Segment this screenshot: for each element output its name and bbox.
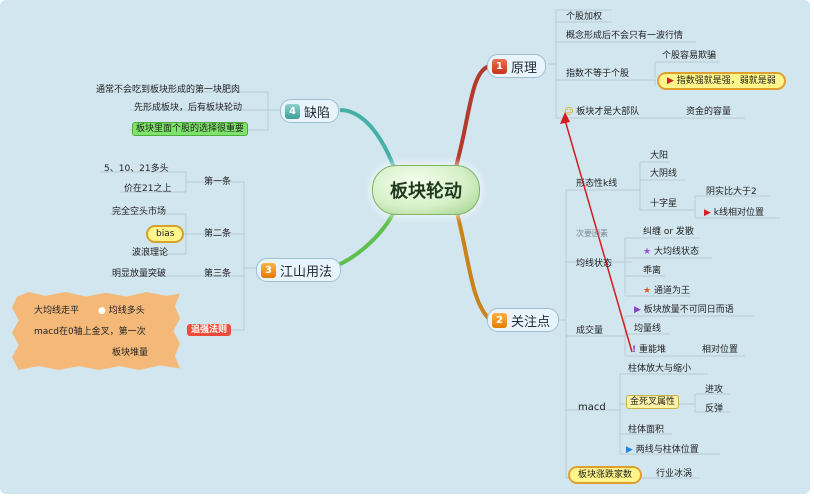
node-macd[interactable]: macd bbox=[578, 402, 606, 413]
node-xingtai[interactable]: 形态性k线 bbox=[576, 179, 618, 189]
node-t2c[interactable]: 波浪理论 bbox=[132, 248, 169, 258]
line-to-jiangshan bbox=[329, 209, 397, 270]
note-item-1b[interactable]: ● 均线多头 bbox=[98, 305, 145, 317]
node-yuanli-3a[interactable]: 个股容易欺骗 bbox=[662, 51, 717, 61]
node-tonglu[interactable]: ★ 通道为王 bbox=[643, 285, 690, 297]
line-to-guanzhu bbox=[453, 204, 492, 322]
node-tiao1[interactable]: 第一条 bbox=[204, 177, 232, 187]
node-jiuchan[interactable]: 纠缠 or 发散 bbox=[643, 227, 694, 237]
node-zhumian[interactable]: 柱体面积 bbox=[628, 425, 665, 435]
node-liangxian-label: 两线与柱体位置 bbox=[635, 445, 699, 455]
relation-arrow-line bbox=[564, 119, 633, 353]
note-item-2[interactable]: macd在0轴上金叉，第一次 bbox=[34, 327, 146, 337]
topic-yuanli[interactable]: 1 原理 bbox=[487, 54, 547, 78]
node-fantan[interactable]: 反弹 bbox=[705, 404, 724, 414]
topic-yuanli-label: 原理 bbox=[511, 60, 538, 76]
node-kxian-label: k线相对位置 bbox=[713, 208, 765, 218]
yuanli-lines bbox=[548, 9, 745, 119]
node-tonglu-label: 通道为王 bbox=[653, 286, 690, 296]
node-biaoli[interactable]: 乖离 bbox=[643, 266, 662, 276]
flag-icon: ▶ bbox=[667, 76, 674, 86]
node-t2a[interactable]: 完全空头市场 bbox=[112, 207, 167, 217]
node-zhuiqiang[interactable]: 追强法则 bbox=[187, 324, 232, 336]
topic-guanzhu-label: 关注点 bbox=[511, 314, 551, 330]
node-yuanli-4[interactable]: ☺ 板块才是大部队 bbox=[564, 106, 639, 118]
central-topic[interactable]: 板块轮动 bbox=[372, 165, 480, 215]
node-kxian[interactable]: ▶ k线相对位置 bbox=[704, 207, 764, 219]
flag-icon: ▶ bbox=[626, 445, 633, 455]
node-yuanli-3[interactable]: 指数不等于个股 bbox=[566, 69, 630, 79]
node-shiti[interactable]: 阴实比大于2 bbox=[706, 187, 757, 197]
priority-icon: ! bbox=[632, 345, 637, 355]
node-yuanli-2[interactable]: 概念形成后不会只有一波行情 bbox=[566, 31, 684, 41]
number-badge-3: 3 bbox=[261, 262, 276, 278]
node-junliang[interactable]: 均量线 bbox=[634, 324, 662, 334]
node-yuanli-4a[interactable]: 资金的容量 bbox=[686, 107, 732, 117]
relation-arrowhead bbox=[560, 112, 570, 124]
smiley-icon: ☺ bbox=[564, 107, 574, 117]
mindmap-background: 板块轮动 1 原理 2 关注点 3 江山用法 4 缺陷 个股加权 概念形成后不会… bbox=[0, 0, 810, 494]
node-dajunxian-label: 大均线状态 bbox=[653, 247, 699, 257]
topic-quexian[interactable]: 4 缺陷 bbox=[280, 99, 340, 123]
node-liangxian[interactable]: ▶ 两线与柱体位置 bbox=[626, 444, 699, 456]
node-yuanli-3b-label: 指数强就是强，弱就是弱 bbox=[676, 76, 776, 86]
node-tiao3[interactable]: 第三条 bbox=[204, 269, 232, 279]
number-badge-4: 4 bbox=[285, 103, 300, 119]
node-q2[interactable]: 先形成板块，后有板块轮动 bbox=[134, 103, 243, 113]
node-bankuai-liang[interactable]: ▶ 板块放量不可同日而语 bbox=[634, 304, 734, 316]
node-shizixing[interactable]: 十字星 bbox=[650, 199, 678, 209]
number-badge-2: 2 bbox=[492, 312, 507, 328]
node-zhangdie[interactable]: 板块涨跌家数 bbox=[568, 466, 643, 484]
flag-icon: ▶ bbox=[634, 305, 641, 315]
node-jinsi[interactable]: 金死叉属性 bbox=[626, 395, 680, 409]
node-yuanli-3b[interactable]: ▶ 指数强就是强，弱就是弱 bbox=[657, 72, 786, 90]
node-t3a[interactable]: 明显放量突破 bbox=[112, 269, 167, 279]
node-xiangdui[interactable]: 相对位置 bbox=[702, 345, 739, 355]
jiangshan-lines bbox=[100, 171, 256, 331]
node-jingong[interactable]: 进攻 bbox=[705, 385, 724, 395]
node-t1a[interactable]: 5、10、21多头 bbox=[104, 164, 169, 174]
node-yuanli-1[interactable]: 个股加权 bbox=[566, 12, 603, 22]
node-chengjiao[interactable]: 成交量 bbox=[576, 326, 604, 336]
note-item-1a[interactable]: 大均线走平 bbox=[34, 306, 80, 316]
line-to-yuanli bbox=[453, 64, 491, 171]
node-junxian[interactable]: 均线状态 bbox=[576, 259, 613, 269]
topic-jiangshan[interactable]: 3 江山用法 bbox=[256, 258, 342, 282]
topic-guanzhu[interactable]: 2 关注点 bbox=[487, 308, 560, 332]
node-yuanli-4-label: 板块才是大部队 bbox=[576, 107, 640, 117]
topic-quexian-label: 缺陷 bbox=[304, 105, 331, 121]
note-item-1b-label: 均线多头 bbox=[108, 306, 145, 316]
star-icon: ★ bbox=[643, 286, 652, 296]
number-badge-1: 1 bbox=[492, 58, 507, 74]
node-dajunxian[interactable]: ★ 大均线状态 bbox=[643, 246, 699, 258]
guanzhu-lines bbox=[545, 161, 780, 479]
node-bankuai-liang-label: 板块放量不可同日而语 bbox=[643, 305, 734, 315]
node-ciyao[interactable]: 次要因素 bbox=[576, 229, 608, 238]
node-tiao2[interactable]: 第二条 bbox=[204, 229, 232, 239]
node-chonglu[interactable]: ! 重能堆 bbox=[632, 344, 666, 356]
note-callout bbox=[12, 292, 180, 370]
node-zhuti[interactable]: 柱体放大与缩小 bbox=[628, 364, 692, 374]
line-to-quexian bbox=[339, 108, 397, 171]
node-t1b[interactable]: 价在21之上 bbox=[124, 184, 172, 194]
node-dayinxian[interactable]: 大阴线 bbox=[650, 169, 678, 179]
topic-jiangshan-label: 江山用法 bbox=[280, 264, 333, 280]
star-icon: ★ bbox=[643, 247, 652, 257]
bullet-icon: ● bbox=[98, 306, 106, 316]
node-t2b[interactable]: bias bbox=[146, 225, 185, 243]
node-q1[interactable]: 通常不会吃到板块形成的第一块肥肉 bbox=[96, 85, 241, 95]
note-item-3[interactable]: 板块堆量 bbox=[112, 348, 149, 358]
node-hangye[interactable]: 行业冰涡 bbox=[656, 469, 693, 479]
node-dayang[interactable]: 大阳 bbox=[650, 151, 669, 161]
node-chonglu-label: 重能堆 bbox=[638, 345, 666, 355]
node-q3[interactable]: 板块里面个股的选择很重要 bbox=[132, 122, 249, 136]
flag-icon: ▶ bbox=[704, 208, 711, 218]
